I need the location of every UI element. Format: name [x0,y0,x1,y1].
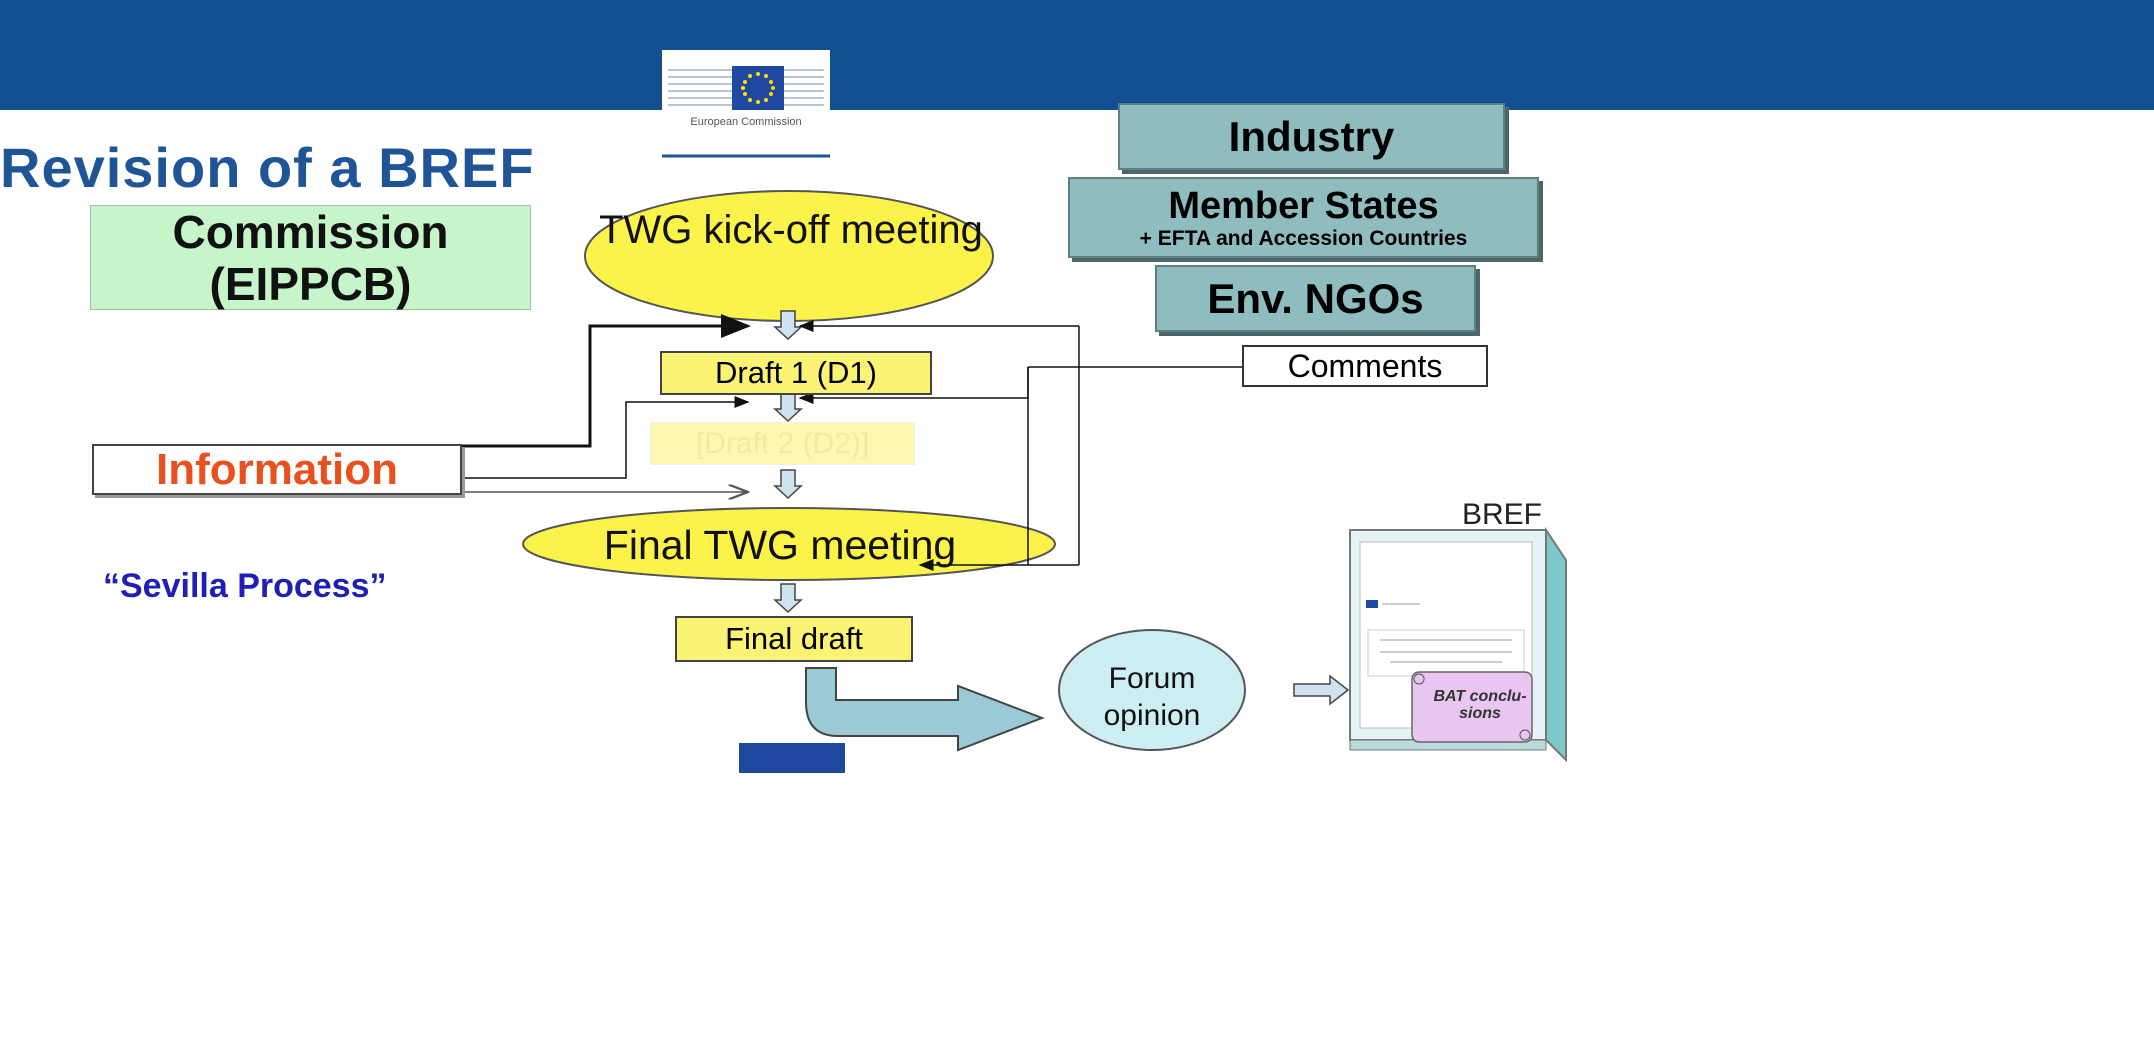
member-states-title: Member States [1168,184,1439,227]
final-twg-meeting-label: Final TWG meeting [603,522,957,568]
forum-to-bref-arrow [1293,674,1350,706]
comments-box: Comments [1242,345,1488,387]
header-bar [0,0,2154,110]
information-to-draft1-line [462,396,750,479]
down-arrow-icon [773,310,803,614]
logo-caption: European Commission [690,116,802,128]
member-states-subtitle: + EFTA and Accession Countries [1139,226,1468,250]
european-commission-logo [662,50,830,158]
information-to-kickoff-line [450,314,751,448]
final-draft-to-forum-arrow [805,667,1045,752]
information-box: Information [92,444,462,495]
member-states-box: Member States + EFTA and Accession Count… [1068,177,1539,258]
ngos-box: Env. NGOs [1155,265,1476,332]
bat-conclusions-scroll [1411,671,1533,743]
draft2-box: [Draft 2 (D2)] [650,422,915,465]
industry-box: Industry [1118,103,1505,170]
twg-kickoff-label: TWG kick-off meeting [599,208,983,252]
page-title: Revision of a BREF [0,136,535,199]
bottom-flag-fragment [739,743,845,773]
draft1-box: Draft 1 (D1) [660,351,932,395]
forum-opinion-label: Forum opinion [1103,662,1201,732]
bref-label: BREF [1461,498,1542,531]
final-draft-box: Final draft [675,616,913,662]
forum-opinion-ellipse [1058,629,1246,751]
sevilla-process-label: “Sevilla Process” [103,567,387,605]
bat-conclusions-label: BAT conclu- sions [1433,688,1527,722]
commission-box: Commission (EIPPCB) [90,205,531,310]
